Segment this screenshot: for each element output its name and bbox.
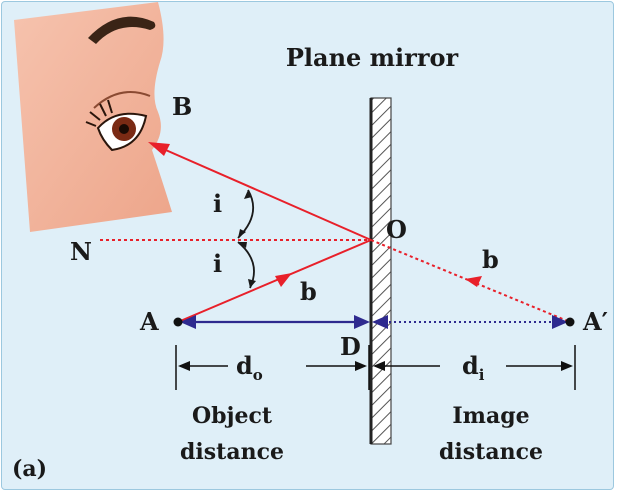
image-distance-dimension: [373, 345, 576, 390]
caption-image-distance-line1: Image: [452, 403, 529, 429]
label-a-prime-image: A′: [582, 307, 608, 336]
eyebrow: [88, 16, 156, 44]
figure-label: (a): [12, 456, 47, 482]
upper-angle-arc-head-2: [238, 229, 246, 238]
eye-illustration: [14, 2, 172, 232]
label-object-distance-symbol: do: [236, 351, 263, 384]
eye-pupil: [119, 124, 129, 134]
mirror-hatching: [370, 97, 392, 445]
virtual-ray-arrowhead: [465, 276, 482, 287]
caption-image-distance-line2: distance: [439, 439, 543, 465]
label-o-incidence-point: O: [386, 215, 407, 244]
lower-angle-arc-head-2: [248, 279, 256, 288]
mirror-image-arrow: [372, 315, 568, 329]
reflected-ray: [148, 142, 372, 241]
image-point-marker: [565, 317, 575, 327]
label-n-normal: N: [70, 237, 92, 266]
label-angle-lower: i: [213, 249, 222, 278]
mirror-title: Plane mirror: [286, 43, 459, 72]
incident-ray-arrowhead: [275, 273, 292, 287]
plane-mirror: [369, 97, 392, 445]
label-b-eye-point: B: [172, 92, 192, 121]
virtual-ray: [370, 239, 571, 323]
upper-angle-arc-head-1: [244, 190, 252, 199]
lower-angle-arc-head-1: [238, 242, 247, 248]
caption-object-distance-line2: distance: [180, 439, 284, 465]
label-angle-upper: i: [213, 189, 222, 218]
incident-ray: [177, 239, 372, 323]
label-a-object: A: [139, 307, 159, 336]
eyelashes: [85, 99, 113, 127]
caption-object-distance-line1: Object: [192, 403, 273, 429]
label-ray-b-virtual: b: [482, 245, 499, 274]
label-d-mirror-foot: D: [340, 332, 361, 361]
reflected-ray-arrowhead: [148, 142, 170, 156]
eyelid-crease: [93, 91, 151, 109]
object-mirror-arrow: [180, 315, 370, 329]
face-skin: [14, 2, 172, 232]
label-image-distance-symbol: di: [462, 351, 485, 384]
object-point-marker: [173, 317, 183, 327]
object-distance-dimension: [175, 345, 370, 390]
label-ray-b-incident: b: [300, 277, 317, 306]
